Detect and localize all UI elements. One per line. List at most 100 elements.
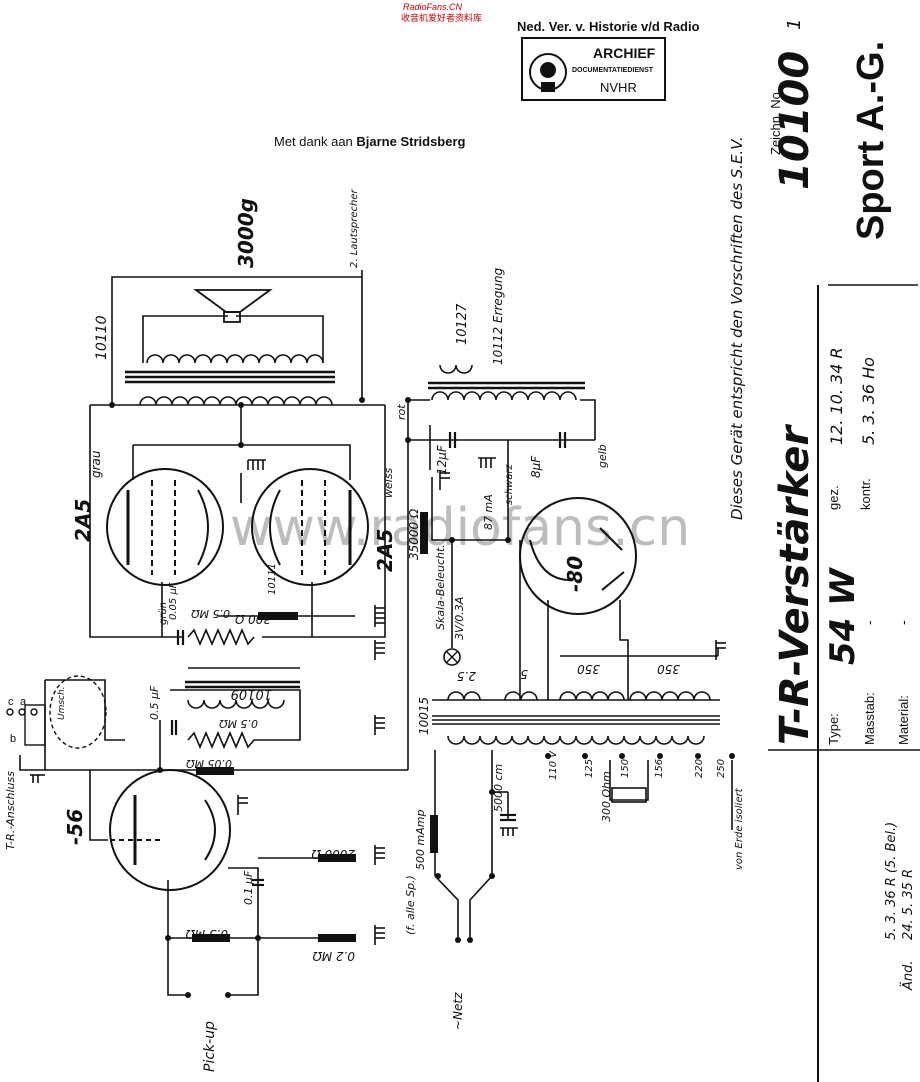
- label-field-coil: 10127: [455, 303, 470, 345]
- change-label: Änd.: [900, 960, 916, 991]
- resistor-03m: [192, 934, 230, 942]
- label-fuse: 500 mAmp: [414, 810, 427, 870]
- label-res-02m: 0.2 MΩ: [312, 949, 355, 963]
- label-conn-b: b: [10, 733, 16, 745]
- label-hv-350b: 350: [657, 662, 680, 676]
- type-label: Type:: [826, 713, 841, 745]
- stamp-top: ARCHIEF: [593, 45, 656, 61]
- label-rectifier: -80: [563, 556, 587, 592]
- resistor-2000: [318, 854, 356, 862]
- material-value: -: [895, 620, 911, 625]
- label-wire-gelb: gelb: [596, 444, 609, 468]
- label-tap-250: 250: [716, 759, 727, 778]
- label-tr-connector: T-R.-Anschluss: [4, 771, 17, 850]
- component-labels: 3000g 2. Lautsprecher 10110 10127 10112 …: [4, 189, 745, 1072]
- thanks-name: Bjarne Stridsberg: [356, 134, 465, 149]
- label-conn-c: c: [8, 696, 14, 708]
- label-tap-220: 220: [694, 759, 705, 778]
- title-block: Zeichn. No. 10100 1 Sport A.-G. Dieses G…: [728, 19, 920, 1082]
- checked-label: kontr.: [858, 478, 873, 510]
- label-cap-05: 0.5 µF: [148, 685, 161, 720]
- speaker-icon: [193, 289, 273, 323]
- label-switch-note: Umsch.: [57, 686, 67, 720]
- label-shunt: 300 Ohm: [600, 771, 613, 822]
- drawn-value: 12. 10. 34 R: [827, 347, 846, 445]
- label-cap-005: 0.05 µF: [168, 582, 179, 620]
- label-output-transformer: 10110: [94, 315, 110, 360]
- resistors: [192, 512, 438, 942]
- label-res-03m: 0.3 MΩ: [185, 927, 228, 941]
- switches: [185, 873, 495, 998]
- site-watermark-cn: 收音机爱好者资料库: [401, 12, 482, 23]
- label-wire-rot: rot: [395, 404, 408, 420]
- drawing-sheet: 1: [784, 19, 805, 30]
- transformer-coils: [125, 354, 711, 745]
- conformity-note: Dieses Gerät entspricht den Vorschriften…: [728, 136, 746, 520]
- label-res-35000: 35000 Ω: [407, 508, 421, 560]
- change-2: 24. 5. 35 R: [901, 869, 916, 940]
- label-lamp-note: Skala-Beleucht.: [434, 544, 447, 630]
- junction-dots: [109, 397, 735, 941]
- label-mains: ~Netz: [451, 992, 465, 1030]
- label-tap-110: 110 V: [548, 750, 559, 780]
- tube-80-rectifier: [519, 497, 637, 615]
- archive-stamp: ARCHIEF DOCUMENTATIEDIENST NVHR: [521, 37, 666, 101]
- tr-connector-socket: [6, 675, 107, 749]
- archive-line: Ned. Ver. v. Historie v/d Radio: [517, 19, 700, 34]
- stamp-middle: DOCUMENTATIEDIENST: [572, 67, 654, 74]
- tube-2a5-left: [106, 468, 224, 586]
- label-tap-125: 125: [584, 759, 595, 778]
- label-cap-01: 0.1 µF: [242, 870, 255, 905]
- drawing-no-label: Zeichn. No.: [768, 89, 783, 155]
- tube-2a5-right: [251, 468, 369, 586]
- label-res-05m: 0.5 MΩ: [191, 607, 230, 620]
- label-lamp-rating: 3V/0.3A: [453, 597, 466, 640]
- label-interstage: 10109: [231, 686, 272, 701]
- label-tube-56: -56: [63, 809, 87, 845]
- label-conn-a: a: [20, 696, 27, 708]
- drawn-label: gez.: [826, 485, 841, 510]
- label-wire-grau: grau: [89, 450, 103, 478]
- resistor-35000: [420, 512, 428, 554]
- label-cap-5000: 5000 cm: [492, 764, 505, 812]
- label-tube-2a5-right: 2A5: [373, 529, 397, 572]
- label-low-5v: 5: [520, 667, 528, 681]
- label-tap-156: 156: [654, 759, 665, 778]
- resistor-005m: [196, 767, 234, 775]
- site-watermark: www.radiofans.cn: [230, 498, 690, 558]
- label-current-87: 87 mA: [482, 494, 495, 530]
- label-hv-350a: 350: [577, 662, 600, 676]
- company-name: Sport A.-G.: [850, 41, 892, 240]
- label-isolated: von Erde isoliert: [734, 787, 745, 870]
- label-tube-2a5-left: 2A5: [71, 499, 95, 542]
- label-cap-12: 12µF: [435, 444, 449, 475]
- label-speaker-weight: 3000g: [234, 198, 258, 268]
- label-coil-10111: 10111: [267, 563, 278, 595]
- model-number: 54 W: [823, 567, 863, 665]
- label-low-25v: 2.5: [457, 669, 476, 683]
- site-watermark-top: RadioFans.CN: [403, 2, 463, 12]
- label-second-speaker: 2. Lautsprecher: [349, 189, 360, 268]
- label-field-coil-2: 10112 Erregung: [491, 267, 505, 365]
- label-pickup: Pick-up: [202, 1021, 218, 1072]
- material-label: Material:: [896, 695, 911, 745]
- label-res-2000: 2000 Ω: [311, 847, 355, 861]
- checked-value: 5. 3. 36 Ho: [859, 357, 878, 445]
- stamp-bottom: NVHR: [600, 80, 637, 95]
- scale-label: Masstab:: [862, 692, 877, 745]
- ground-symbols: [30, 457, 726, 945]
- scale-lamp: [443, 648, 461, 666]
- label-power-transformer: 10015: [417, 697, 431, 735]
- label-cap-8: 8µF: [529, 455, 543, 478]
- drawing-no: 10100: [772, 51, 818, 190]
- label-res-300: 300 Ω: [234, 612, 271, 626]
- variable-resistors: [187, 627, 647, 803]
- thanks-line: Met dank aan Bjarne Stridsberg: [274, 134, 466, 149]
- thanks-prefix: Met dank aan: [274, 134, 356, 149]
- label-wire-weiss: weiss: [382, 467, 395, 498]
- capacitors: [170, 432, 567, 887]
- label-tap-150: 150: [620, 759, 631, 778]
- fuse: [430, 815, 438, 853]
